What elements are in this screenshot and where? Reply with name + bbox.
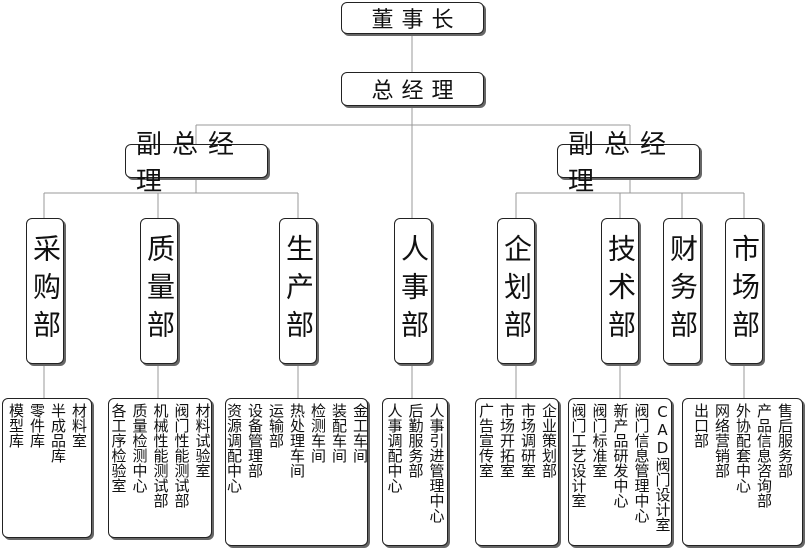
unit-item: 市场开拓室 [498, 403, 516, 478]
unit-item: 新产品研发中心 [611, 403, 630, 508]
unit-item: 装配车间 [330, 403, 348, 463]
dept-caigou: 采购部 [26, 218, 64, 364]
unit-item: 质量检测中心 [130, 403, 149, 493]
dept-shichang-label: 市场部 [728, 234, 761, 348]
vp-right-box: 副总经理 [557, 130, 700, 197]
unit-item: 广告宣传室 [477, 403, 495, 478]
unit-item: 半成品库 [49, 403, 67, 463]
dept-renshi-label: 人事部 [397, 234, 430, 348]
general-manager-label: 总经理 [371, 79, 462, 104]
unit-item: 出口部 [692, 403, 710, 448]
dept-shengchan: 生产部 [279, 218, 317, 364]
unit-item: 各工序检验室 [109, 403, 128, 493]
unit-item: 零件库 [28, 403, 46, 448]
unit-item: 产品信息咨询部 [755, 403, 773, 508]
dept-qihua-label: 企划部 [500, 234, 533, 348]
unit-item: 后勤服务部 [406, 403, 425, 478]
units-zhiliang: 材料试验室 阀门性能测试部 机械性能测试部 质量检测中心 各工序检验室 [108, 398, 212, 538]
dept-caiwu-label: 财务部 [666, 234, 699, 348]
chairman-label: 董事长 [371, 8, 462, 33]
vp-right-label: 副总经理 [568, 130, 677, 197]
unit-item: 人事引进管理中心 [427, 403, 446, 523]
units-jishu: CAD阀门设计室 阀门信息管理中心 新产品研发中心 阀门标准室 阀门工艺设计室 [568, 398, 672, 546]
unit-item: 材料室 [70, 403, 88, 448]
dept-zhiliang: 质量部 [140, 218, 178, 364]
unit-item: 设备管理部 [246, 403, 264, 478]
dept-shichang: 市场部 [725, 218, 763, 364]
dept-caiwu: 财务部 [663, 218, 701, 364]
vp-left-label: 副总经理 [136, 130, 245, 197]
unit-item: 阀门标准室 [590, 403, 609, 478]
unit-item: 阀门信息管理中心 [632, 403, 651, 523]
chairman-box: 董事长 [341, 2, 484, 34]
general-manager-box: 总经理 [341, 72, 484, 106]
vp-left-box: 副总经理 [125, 130, 268, 197]
unit-item: 模型库 [7, 403, 25, 448]
dept-renshi: 人事部 [394, 218, 432, 364]
unit-item: 机械性能测试部 [151, 403, 170, 508]
units-shichang: 售后服务部 产品信息咨询部 外协配套中心 网络营销部 出口部 [682, 398, 803, 546]
unit-item: 阀门性能测试部 [172, 403, 191, 508]
dept-jishu: 技术部 [601, 218, 639, 364]
dept-shengchan-label: 生产部 [282, 234, 315, 348]
unit-item: 金工车间 [351, 403, 369, 463]
unit-item: 检测车间 [309, 403, 327, 463]
units-shengchan: 金工车间 装配车间 检测车间 热处理车间 运输部 设备管理部 资源调配中心 [225, 398, 369, 546]
dept-jishu-label: 技术部 [604, 234, 637, 348]
dept-zhiliang-label: 质量部 [143, 234, 176, 348]
unit-item: 热处理车间 [288, 403, 306, 478]
unit-item: 阀门工艺设计室 [569, 403, 588, 508]
unit-item: 市场调研室 [519, 403, 537, 478]
dept-qihua: 企划部 [497, 218, 535, 364]
unit-item: 网络营销部 [713, 403, 731, 478]
unit-item: 外协配套中心 [734, 403, 752, 493]
unit-item: 材料试验室 [193, 403, 212, 478]
dept-caigou-label: 采购部 [29, 234, 62, 348]
unit-item: CAD阀门设计室 [653, 403, 672, 532]
units-caigou: 材料室 半成品库 零件库 模型库 [2, 398, 92, 538]
unit-item: 运输部 [267, 403, 285, 448]
units-renshi: 人事引进管理中心 后勤服务部 人事调配中心 [382, 398, 448, 546]
unit-item: 售后服务部 [776, 403, 794, 478]
unit-item: 资源调配中心 [225, 403, 243, 493]
unit-item: 人事调配中心 [385, 403, 404, 493]
units-qihua: 企业策划部 市场调研室 市场开拓室 广告宣传室 [475, 398, 559, 546]
unit-item: 企业策划部 [540, 403, 558, 478]
